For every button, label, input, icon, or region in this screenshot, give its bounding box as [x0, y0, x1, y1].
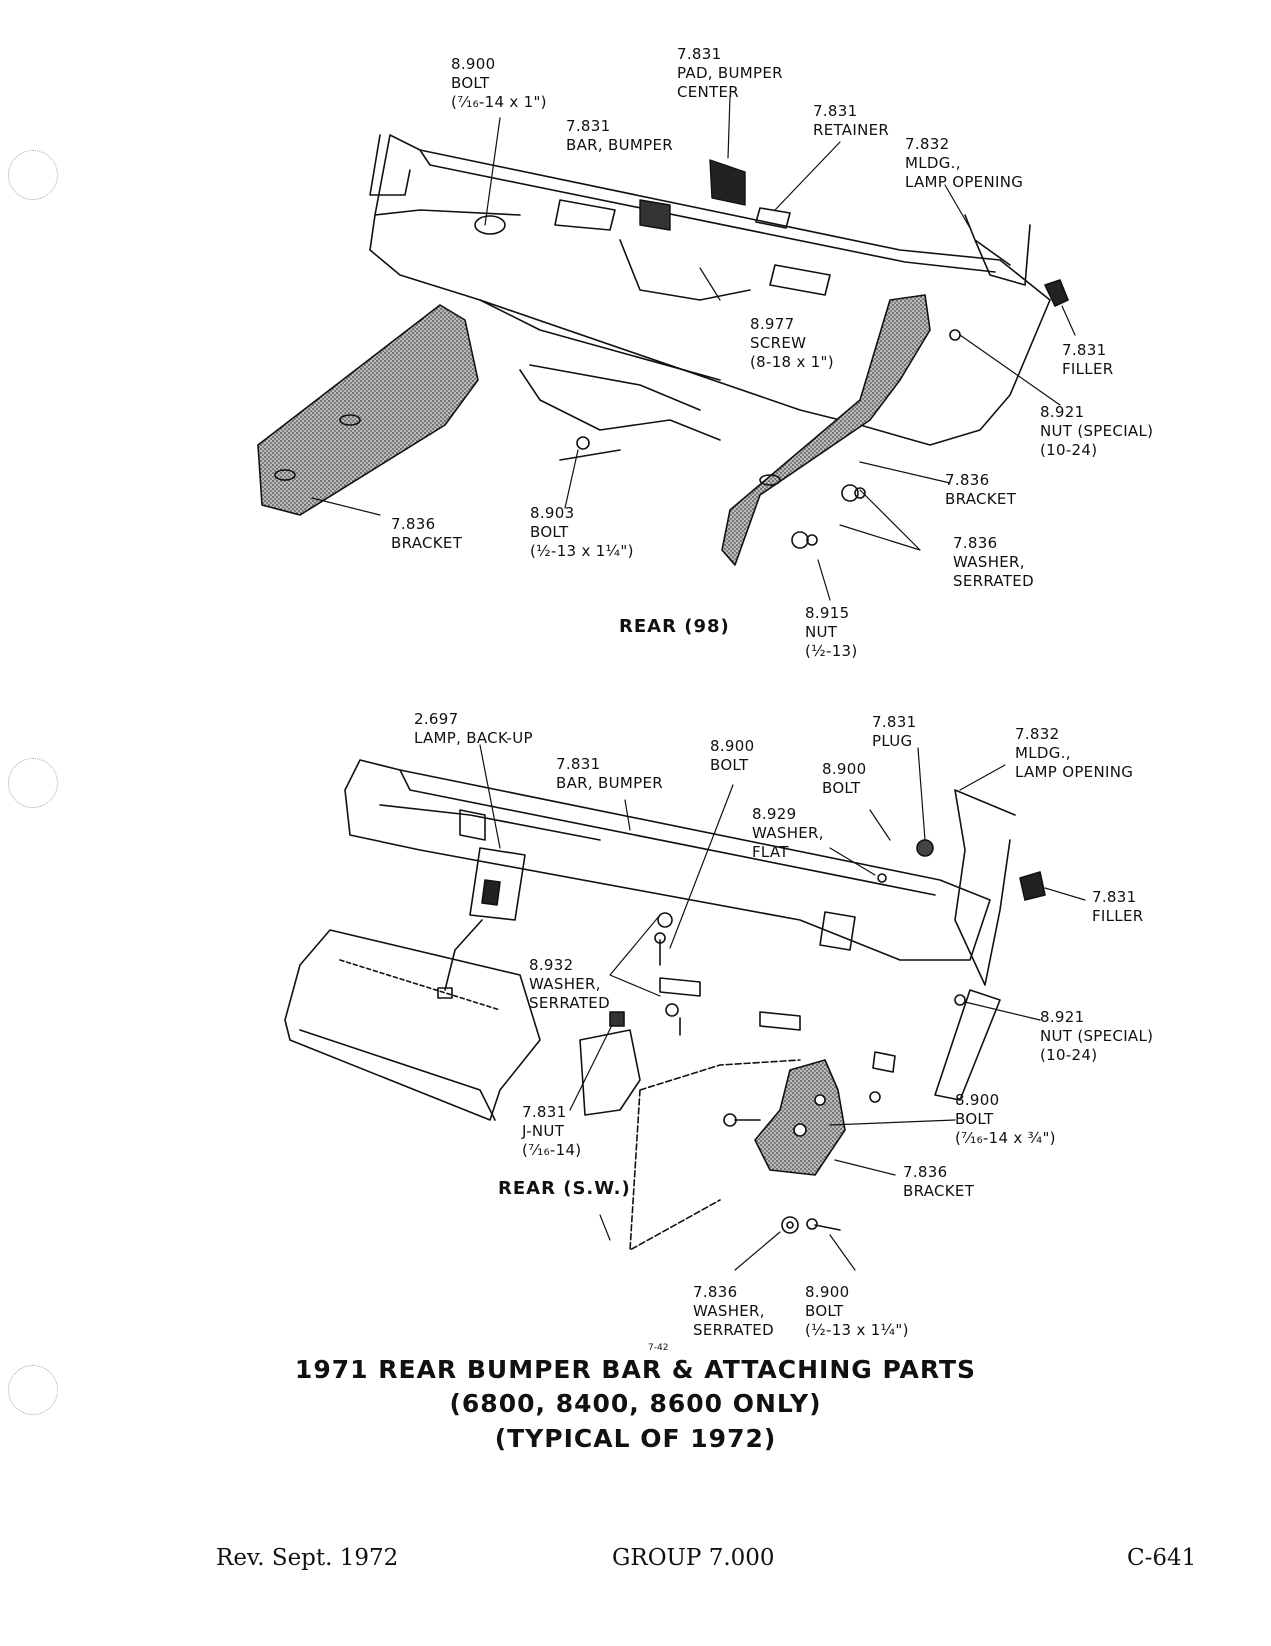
footer-group: GROUP 7.000: [612, 1545, 775, 1571]
callout-bumper-center-pad: 7.831 PAD, BUMPER CENTER: [677, 45, 783, 101]
callout-bolt-8900-a: 8.900 BOLT: [710, 737, 755, 774]
leader-lines-bottom: [479, 744, 1086, 1271]
page-title: 1971 REAR BUMPER BAR & ATTACHING PARTS: [294, 1355, 977, 1384]
lamp-opening-molding-top: [964, 214, 1031, 286]
bracket-bottom: [754, 1059, 846, 1176]
bumper-center-pad: [639, 159, 746, 231]
body-panel: [284, 929, 541, 1121]
callout-bumper-bar: 7.831 BAR, BUMPER: [566, 117, 673, 154]
figure-number: 7-42: [648, 1343, 669, 1353]
filler-top: [1044, 279, 1069, 307]
callout-bracket-left: 7.836 BRACKET: [391, 515, 463, 552]
callout-bolt-8900-d: 8.900 BOLT (½-13 x 1¼"): [805, 1283, 909, 1339]
frame-rail-top: [519, 364, 721, 461]
callout-retainer: 7.831 RETAINER: [813, 102, 890, 139]
j-nut: [609, 1011, 625, 1027]
callout-back-up-lamp: 2.697 LAMP, BACK-UP: [414, 710, 533, 747]
callout-nut-special: 8.921 NUT (SPECIAL) (10-24): [1040, 403, 1154, 459]
callout-lamp-opening-molding: 7.832 MLDG., LAMP OPENING: [1015, 725, 1134, 781]
callout-nut-special: 8.921 NUT (SPECIAL) (10-24): [1040, 1008, 1154, 1064]
plug: [916, 839, 934, 857]
callout-bolt-8900-c: 8.900 BOLT (⁷⁄₁₆-14 x ¾"): [955, 1091, 1056, 1147]
section-label-rear-98: REAR (98): [619, 616, 730, 637]
callout-bumper-bar: 7.831 BAR, BUMPER: [556, 755, 663, 792]
punch-hole-middle: [8, 758, 58, 808]
callout-washer-serrated-8932: 8.932 WASHER, SERRATED: [529, 956, 610, 1012]
molding-strip: [934, 989, 1001, 1101]
retainer: [755, 207, 791, 229]
bracket-left-top: [257, 304, 479, 516]
j-nut-bracket: [579, 1029, 641, 1116]
callout-filler: 7.831 FILLER: [1092, 888, 1144, 925]
leader-lines-top: [311, 95, 1076, 601]
callout-bracket: 7.836 BRACKET: [903, 1163, 975, 1200]
punch-hole-top: [8, 150, 58, 200]
lamp-opening-molding-bottom: [954, 789, 1016, 986]
callout-bolt-8900-b: 8.900 BOLT: [822, 760, 867, 797]
callout-lamp-opening-molding: 7.832 MLDG., LAMP OPENING: [905, 135, 1024, 191]
filler-bottom: [1019, 871, 1046, 901]
callout-plug: 7.831 PLUG: [872, 713, 917, 750]
back-up-lamp: [437, 847, 526, 999]
callout-filler: 7.831 FILLER: [1062, 341, 1114, 378]
page-subtitle-typical: (TYPICAL OF 1972): [494, 1424, 777, 1453]
callout-j-nut: 7.831 J-NUT (⁷⁄₁₆-14): [522, 1103, 582, 1159]
section-label-rear-sw: REAR (S.W.): [498, 1178, 631, 1199]
callout-washer-serrated: 7.836 WASHER, SERRATED: [953, 534, 1034, 590]
footer-page-number: C-641: [1127, 1545, 1197, 1571]
callout-nut-8915: 8.915 NUT (½-13): [805, 604, 858, 660]
callout-screw-8977: 8.977 SCREW (8-18 x 1"): [750, 315, 834, 371]
callout-washer-serrated-7836: 7.836 WASHER, SERRATED: [693, 1283, 774, 1339]
callout-bolt-8903: 8.903 BOLT (½-13 x 1¼"): [530, 504, 634, 560]
callout-bolt-8900: 8.900 BOLT (⁷⁄₁₆-14 x 1"): [451, 55, 547, 111]
footer-revision: Rev. Sept. 1972: [216, 1545, 399, 1571]
punch-hole-bottom: [8, 1365, 58, 1415]
quarter-panel: [629, 1059, 801, 1251]
page-subtitle-models: (6800, 8400, 8600 ONLY): [449, 1389, 822, 1418]
callout-washer-flat: 8.929 WASHER, FLAT: [752, 805, 824, 861]
bumper-bar-bottom: [344, 759, 991, 961]
bracket-right-top: [721, 294, 931, 566]
callout-bracket-right: 7.836 BRACKET: [945, 471, 1017, 508]
